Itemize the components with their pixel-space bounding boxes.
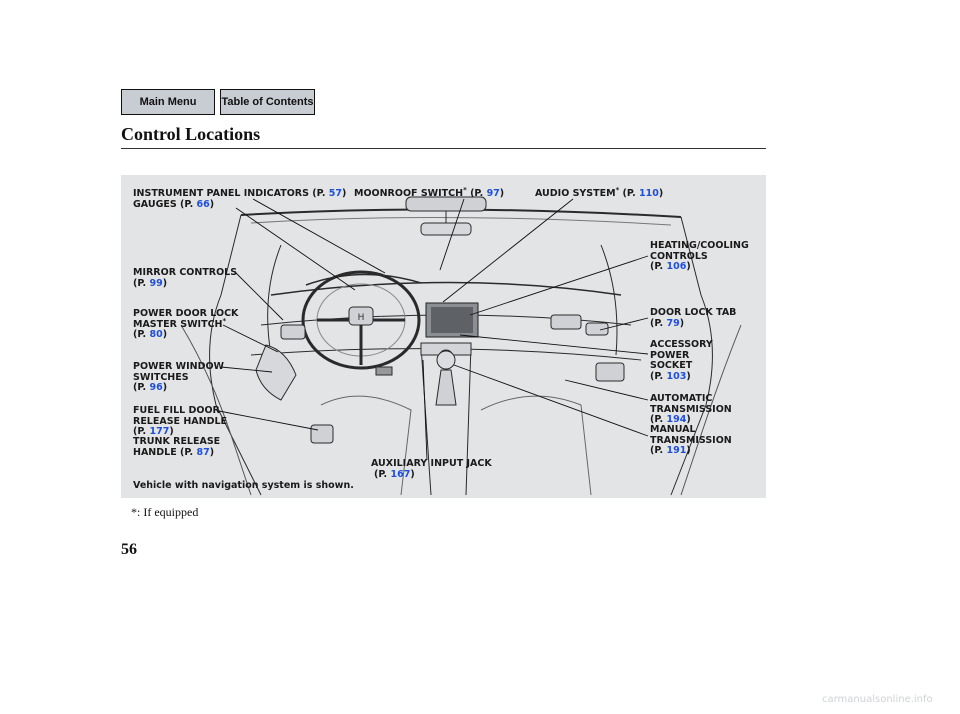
callout-gauges: GAUGES (P. 66) [133, 199, 215, 210]
footnote-text: : If equipped [137, 505, 199, 519]
page-link-80[interactable]: 80 [149, 329, 163, 340]
page-title: Control Locations [121, 124, 261, 144]
page-link-66[interactable]: 66 [196, 199, 210, 210]
panel-caption: Vehicle with navigation system is shown. [133, 480, 354, 491]
callout-auxiliary-input-jack: AUXILIARY INPUT JACK(P. 167) [371, 458, 492, 480]
callout-mirror-controls: MIRROR CONTROLS(P. 99) [133, 267, 238, 289]
callout-instrument-panel-indicators: INSTRUMENT PANEL INDICATORS (P. 57) [133, 188, 347, 199]
watermark: carmanualsonline.info [822, 694, 933, 705]
page-link-167[interactable]: 167 [390, 468, 411, 480]
table-of-contents-button[interactable]: Table of Contents [220, 89, 315, 115]
page-link-106[interactable]: 106 [666, 261, 687, 272]
callout-door-lock-tab: DOOR LOCK TAB(P. 79) [650, 307, 737, 329]
page-number: 56 [121, 541, 137, 558]
title-divider [121, 148, 766, 149]
page-link-194[interactable]: 194 [666, 414, 687, 425]
page-link-57[interactable]: 57 [328, 188, 342, 199]
page-link-177[interactable]: 177 [149, 426, 170, 437]
footnote: *: If equipped [131, 505, 198, 520]
svg-text:H: H [358, 313, 365, 323]
page-link-110[interactable]: 110 [639, 188, 659, 199]
callout-audio-system: AUDIO SYSTEM* (P. 110) [535, 185, 664, 199]
footnote-asterisk: * [131, 505, 137, 519]
page-link-103[interactable]: 103 [666, 370, 687, 382]
page-link-79[interactable]: 79 [666, 317, 680, 329]
main-menu-button[interactable]: Main Menu [121, 89, 215, 115]
page-link-99[interactable]: 99 [149, 277, 163, 289]
car-interior-illustration: H [180, 196, 742, 496]
page-link-191[interactable]: 191 [666, 445, 687, 456]
page-link-87[interactable]: 87 [196, 446, 210, 458]
page-link-96[interactable]: 96 [149, 382, 163, 393]
page-link-97[interactable]: 97 [486, 188, 500, 199]
callout-moonroof-switch: MOONROOF SWITCH* (P. 97) [354, 185, 505, 199]
